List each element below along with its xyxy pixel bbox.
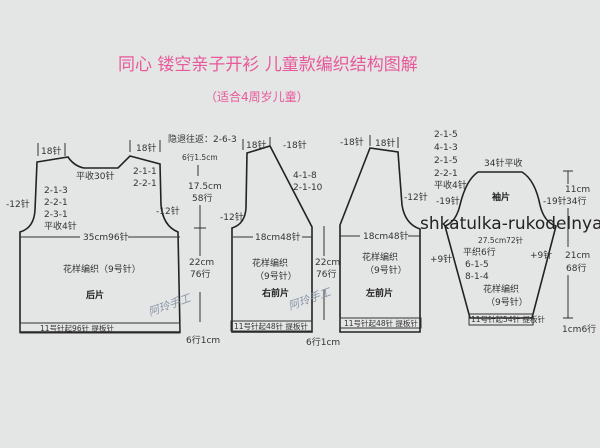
armhole-rows: 58行 <box>192 192 212 204</box>
sleeve-cap-right: -19针 <box>543 195 567 207</box>
back-neck-dec: 2-2-1 <box>133 179 157 189</box>
sleeve-band-measure: 1cm6行 <box>562 323 596 335</box>
back-armhole-dec: 平收4针 <box>44 220 77 232</box>
back-shoulder-right: 18针 <box>136 142 156 154</box>
right-front-neck-dec: 2-1-10 <box>293 183 323 193</box>
sleeve-cap-dec: 平收4针 <box>434 179 467 191</box>
body-cm: 22cm <box>189 258 214 268</box>
band-measure: 6行1cm <box>186 334 220 346</box>
diagram-title: 同心 镂空亲子开衫 儿童款编织结构图解 <box>118 55 418 75</box>
armhole-cm: 17.5cm <box>188 182 222 192</box>
right-front-neck-total: -18针 <box>283 139 307 151</box>
back-piece-name: 后片 <box>86 289 104 301</box>
handwritten-watermark: 阿玲手工 <box>287 285 334 313</box>
back-armhole-right: -12针 <box>156 205 180 217</box>
right-front-width: 18cm48针 <box>255 231 301 243</box>
front-body-cm: 22cm <box>315 258 340 268</box>
sleeve-measures: 11cm 34行 21cm 68行 1cm6行 <box>562 170 596 335</box>
sleeve-name: 袖片 <box>491 191 510 203</box>
back-pattern: 花样编织（9号针） <box>63 263 141 275</box>
left-front-width: 18cm48针 <box>363 230 409 242</box>
right-front-name: 右前片 <box>261 287 289 299</box>
sleeve-needle: （9号针） <box>486 296 528 308</box>
sleeve-cap-rows: 34行 <box>566 195 586 207</box>
short-rows-note: 隐退往返：2-6-3 <box>168 133 237 145</box>
left-front-armhole: -12针 <box>404 191 428 203</box>
back-armhole-dec: 2-3-1 <box>44 210 68 220</box>
back-neck-dec: 2-1-1 <box>133 167 157 177</box>
sleeve-inc: 平织6行 <box>463 246 496 258</box>
right-front-shoulder: 18针 <box>246 139 266 151</box>
back-width: 35cm96针 <box>83 231 129 243</box>
sleeve-band: 11号针起54针 提板针 <box>471 314 545 324</box>
sleeve-cap-dec: 4-1-3 <box>434 143 458 153</box>
sleeve-cap-left: -19针 <box>436 195 460 207</box>
back-piece: 18针 18针 平收30针 2-1-1 2-2-1 2-1-3 2-2-1 2-… <box>6 140 181 334</box>
sleeve-inc-right: +9针 <box>530 249 552 261</box>
left-front-piece: -18针 18针 -12针 18cm48针 花样编织 （9号针） 左前片 11号… <box>339 135 428 333</box>
website-watermark: shkatulka-rukodelnya.com <box>420 214 600 234</box>
left-front-shoulder: 18针 <box>375 137 395 149</box>
front-measures: 22cm 76行 6行1cm <box>306 226 340 348</box>
back-band: 11号针起96针 提板针 <box>40 323 114 333</box>
diagram-subtitle: （适合4周岁儿童） <box>205 89 309 104</box>
sleeve-cap-dec: 2-1-5 <box>434 156 458 166</box>
front-body-rows: 76行 <box>316 268 336 280</box>
front-band-measure: 6行1cm <box>306 336 340 348</box>
right-front-band: 11号针起48针 提板针 <box>234 321 308 331</box>
sleeve-width: 27.5cm72针 <box>478 235 524 245</box>
sleeve-inc-left: +9针 <box>430 253 452 265</box>
back-shoulder-left: 18针 <box>41 145 61 157</box>
sleeve-pattern: 花样编织 <box>483 283 519 295</box>
back-armhole-dec: 2-1-3 <box>44 186 68 196</box>
right-front-needle: （9号针） <box>255 270 297 282</box>
right-front-armhole: -12针 <box>220 211 244 223</box>
left-front-needle: （9号针） <box>365 264 407 276</box>
body-rows: 76行 <box>190 268 210 280</box>
sleeve-cap-cm: 11cm <box>565 185 590 195</box>
sleeve-cap-dec: 2-2-1 <box>434 169 458 179</box>
right-front-pattern: 花样编织 <box>252 257 288 269</box>
sleeve-inc: 8-1-4 <box>465 272 489 282</box>
left-front-band: 11号针起48针 提板针 <box>344 318 418 328</box>
left-front-name: 左前片 <box>365 287 393 299</box>
left-front-pattern: 花样编织 <box>362 251 398 263</box>
sleeve-body-rows: 68行 <box>566 262 586 274</box>
sleeve-piece: 2-1-5 4-1-3 2-1-5 2-2-1 平收4针 34针平收 袖片 -1… <box>430 130 567 326</box>
back-armhole-dec: 2-2-1 <box>44 198 68 208</box>
left-front-neck-total: -18针 <box>340 136 364 148</box>
back-neck: 平收30针 <box>76 170 114 182</box>
right-front-piece: 18针 -18针 4-1-8 2-1-10 -12针 18cm48针 花样编织 … <box>220 137 323 333</box>
sleeve-body-cm: 21cm <box>565 251 590 261</box>
handwritten-watermark: 阿玲手工 <box>147 291 194 319</box>
sleeve-cap-dec: 2-1-5 <box>434 130 458 140</box>
back-measures: 隐退往返：2-6-3 6行1.5cm 17.5cm 58行 22cm 76行 6… <box>168 133 237 346</box>
sleeve-inc: 6-1-5 <box>465 260 489 270</box>
right-front-neck-dec: 4-1-8 <box>293 171 317 181</box>
shoulder-measure: 6行1.5cm <box>182 152 218 162</box>
back-armhole-left: -12针 <box>6 198 30 210</box>
sleeve-top: 34针平收 <box>484 157 522 169</box>
